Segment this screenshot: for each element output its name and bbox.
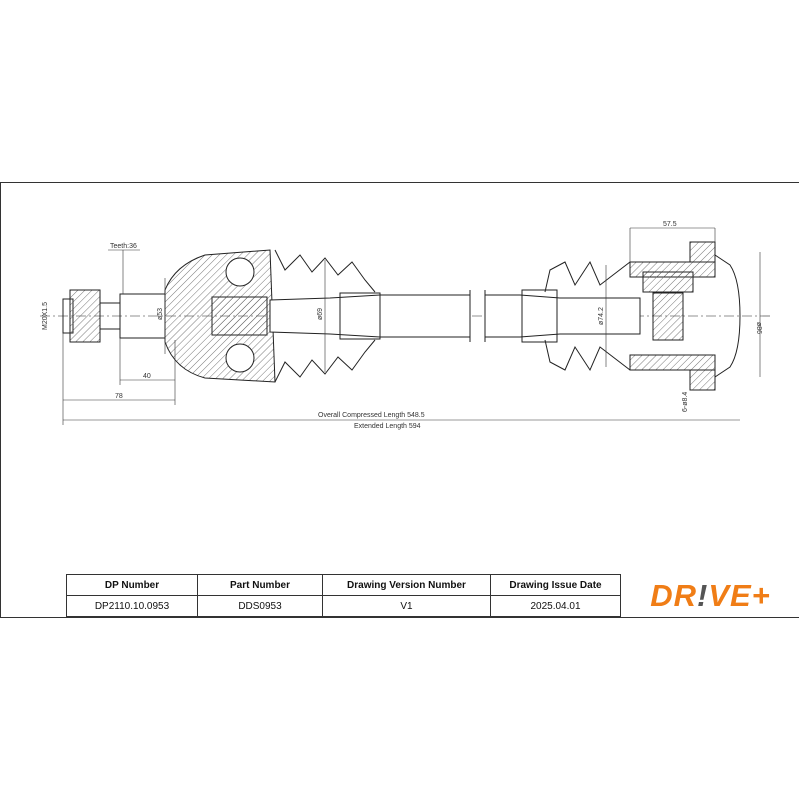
dp-number: DP2110.10.0953	[66, 595, 198, 617]
version: V1	[322, 595, 491, 617]
length-78-label: 78	[115, 393, 123, 400]
header-dp-number: DP Number	[66, 574, 198, 596]
overall-length-label: Overall Compressed Length 548.5	[318, 412, 425, 419]
header-issue-date: Drawing Issue Date	[490, 574, 621, 596]
bolt-holes-label: 6-ø8.4	[682, 392, 689, 412]
drawing-frame	[0, 182, 799, 618]
diameter-53-label: ø53	[157, 308, 164, 320]
part-number: DDS0953	[197, 595, 323, 617]
drive-logo: DR!VE+	[650, 577, 771, 613]
diameter-69-label: ø69	[317, 308, 324, 320]
diameter-74-label: ø74.2	[598, 307, 605, 325]
title-block: DP Number Part Number Drawing Version Nu…	[66, 574, 621, 617]
header-part-number: Part Number	[197, 574, 323, 596]
diameter-86-label: ø86	[755, 322, 762, 334]
teeth-label: Teeth:36	[110, 243, 137, 250]
issue-date: 2025.04.01	[490, 595, 621, 617]
length-57-5-label: 57.5	[663, 221, 677, 228]
extended-length-label: Extended Length 594	[354, 423, 421, 430]
length-40-label: 40	[143, 373, 151, 380]
header-version: Drawing Version Number	[322, 574, 491, 596]
thread-label: M20X1.5	[42, 302, 49, 330]
